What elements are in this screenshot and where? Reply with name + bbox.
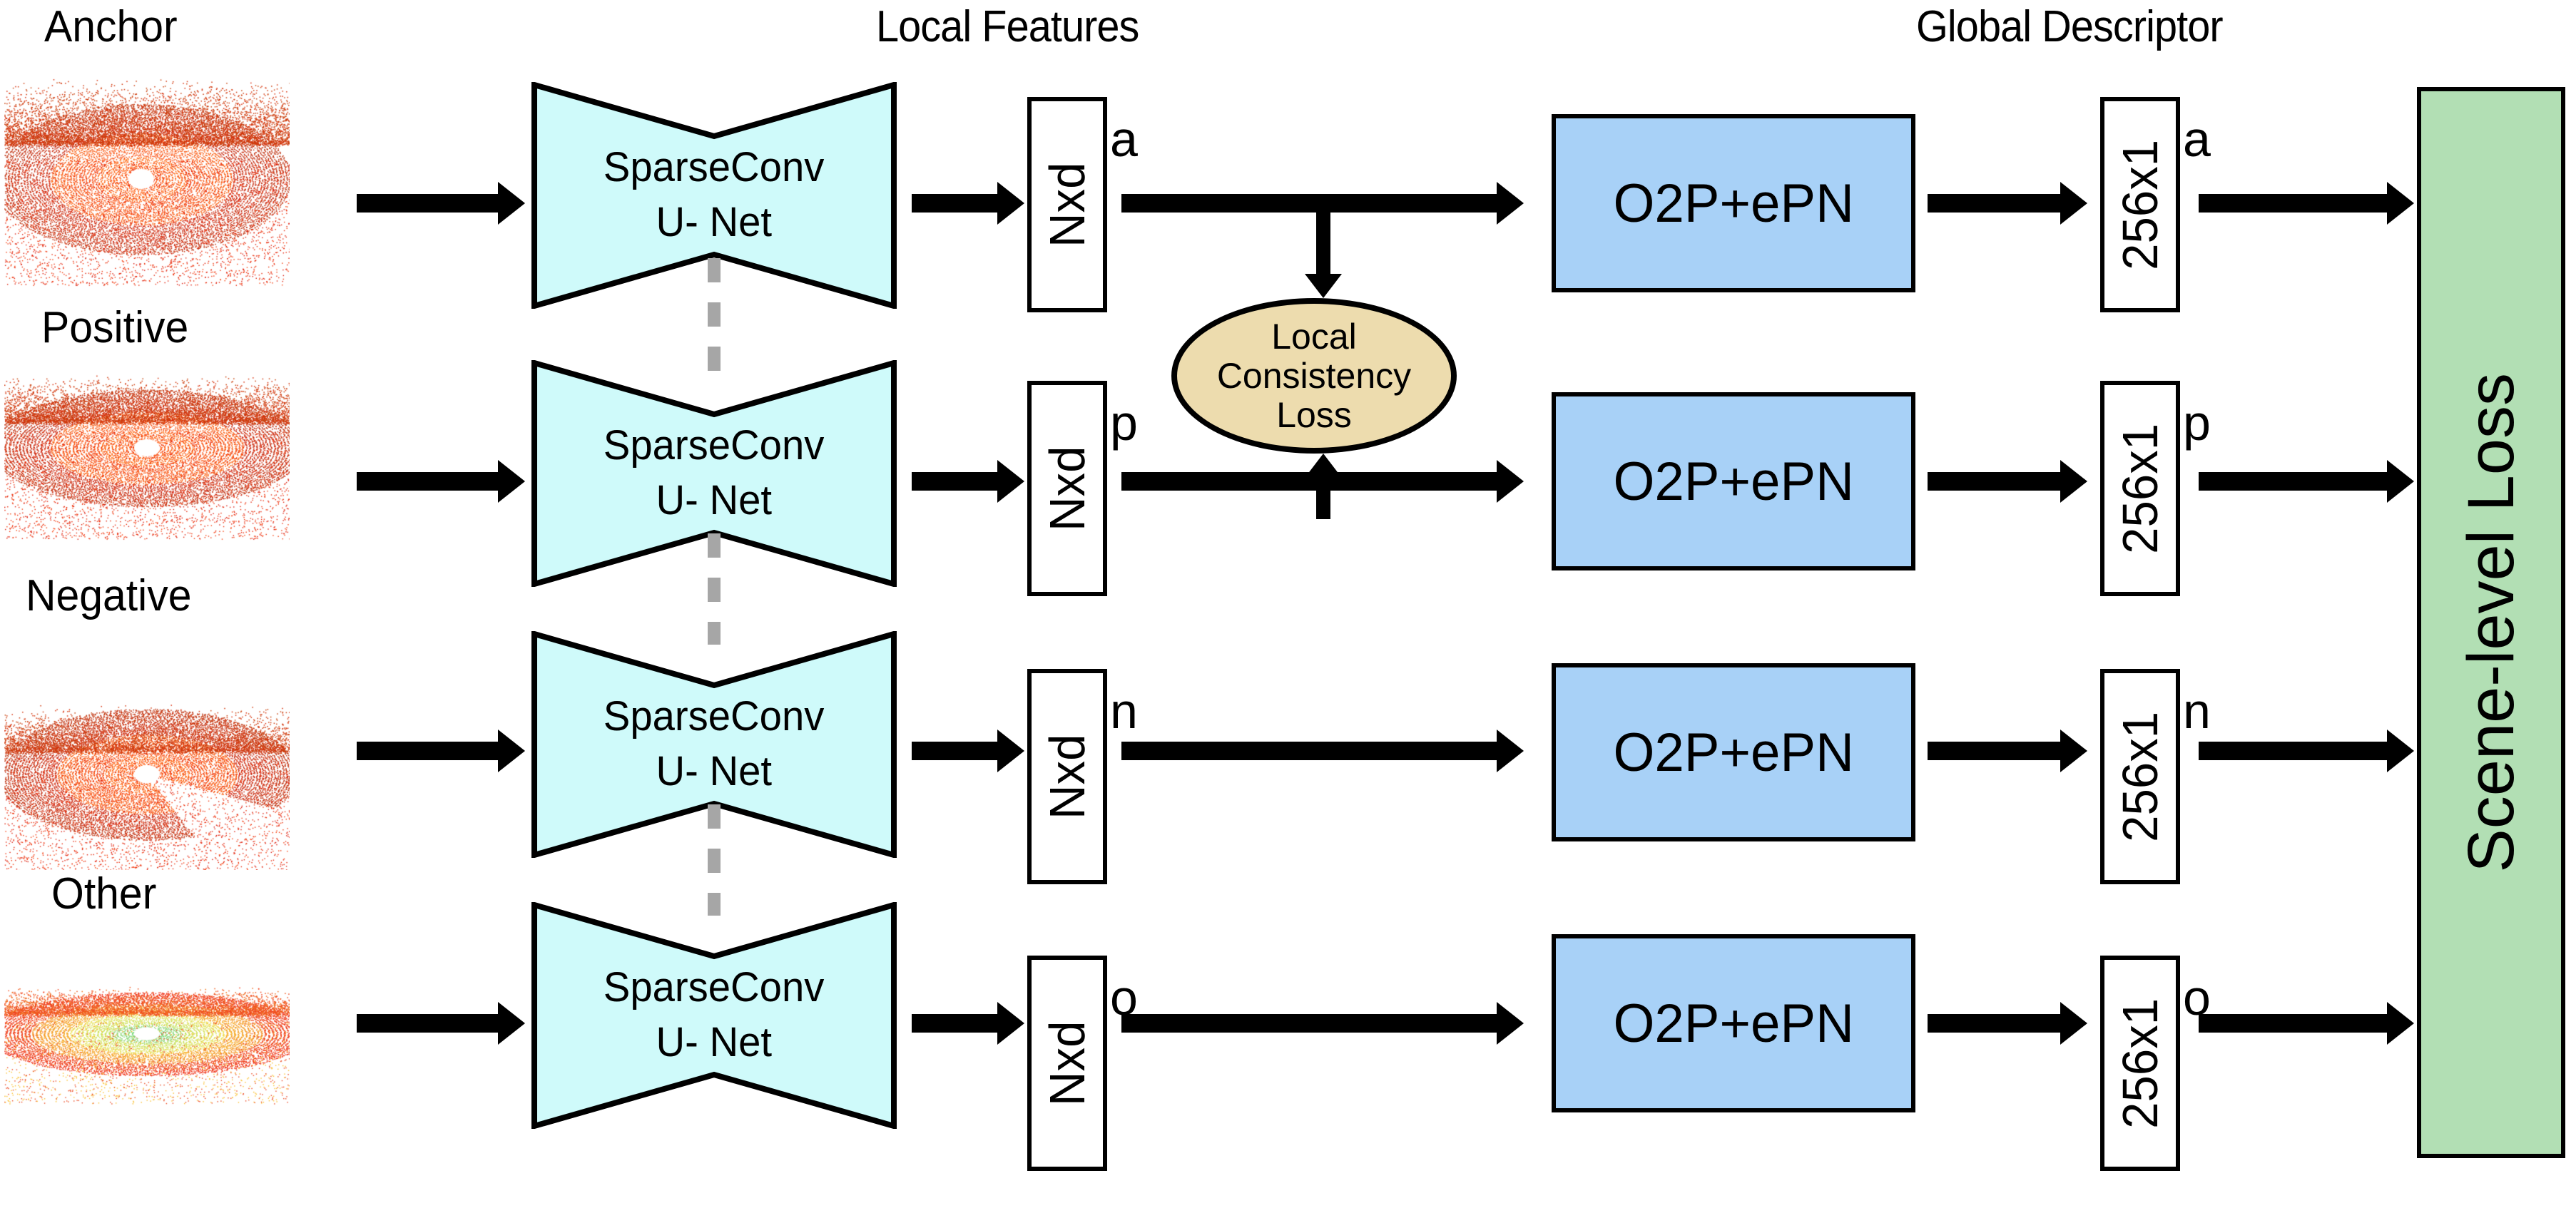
row-label-anchor: Anchor [44,2,178,51]
arrow-descriptor-to-sceneloss-negative [2199,742,2390,760]
arrow-encoder-to-localfeat-positive [912,472,1000,491]
local-feature-subscript-positive: p [1110,395,1138,451]
arrow-input-to-encoder-positive [357,472,501,491]
arrow-input-to-encoder-negative [357,742,501,760]
row-label-other: Other [51,869,157,918]
descriptor-subscript-anchor: a [2183,111,2211,167]
pooling-block-positive[interactable]: O2P+ePN [1552,392,1915,570]
pooling-block-label: O2P+ePN [1613,451,1854,512]
descriptor-box-positive[interactable]: 256x1 [2100,381,2180,596]
local-feature-subscript-negative: n [1110,683,1138,739]
arrow-pooling-to-descriptor-positive [1928,472,2063,491]
local-consistency-loss-node[interactable]: Local Consistency Loss [1171,298,1457,454]
local-feature-subscript-anchor: a [1110,111,1138,167]
arrow-positive-to-consistency-loss [1316,476,1330,519]
local-feature-box-label: Nxd [1039,162,1095,247]
pooling-block-label: O2P+ePN [1613,722,1854,783]
encoder-sparseconv-unet-other[interactable]: SparseConv U- Net [531,902,897,1129]
descriptor-box-label: 256x1 [2112,139,2168,270]
bowtie-shape [531,902,897,1129]
local-feature-box-negative[interactable]: Nxd [1027,669,1107,884]
point-cloud-positive [4,341,290,555]
arrow-descriptor-to-sceneloss-other [2199,1014,2390,1033]
arrow-pooling-to-descriptor-negative [1928,742,2063,760]
pooling-block-other[interactable]: O2P+ePN [1552,934,1915,1112]
arrow-encoder-to-localfeat-negative [912,742,1000,760]
arrow-input-to-encoder-anchor [357,194,501,213]
loss-line-3: Loss [1276,394,1352,435]
arrow-localfeat-to-pooling-anchor [1121,194,1500,213]
local-feature-box-positive[interactable]: Nxd [1027,381,1107,596]
arrow-pooling-to-descriptor-other [1928,1014,2063,1033]
point-cloud-other [4,948,290,1112]
shared-weights-dashed-line-1-2 [708,258,721,376]
arrow-anchor-to-consistency-loss [1316,198,1330,275]
pooling-block-anchor[interactable]: O2P+ePN [1552,114,1915,292]
shared-weights-dashed-line-2-3 [708,533,721,645]
arrow-localfeat-to-pooling-negative [1121,742,1500,760]
bowtie-shape [531,360,897,587]
local-feature-box-label: Nxd [1039,1020,1095,1106]
descriptor-box-negative[interactable]: 256x1 [2100,669,2180,884]
header-local-features: Local Features [876,2,1139,51]
pooling-block-label: O2P+ePN [1613,993,1854,1054]
local-consistency-loss-label: Local Consistency Loss [1217,317,1411,435]
descriptor-box-label: 256x1 [2112,711,2168,842]
arrow-encoder-to-localfeat-anchor [912,194,1000,213]
pooling-block-label: O2P+ePN [1613,173,1854,234]
local-feature-box-label: Nxd [1039,734,1095,819]
arrow-descriptor-to-sceneloss-positive [2199,472,2390,491]
arrow-descriptor-to-sceneloss-anchor [2199,194,2390,213]
header-global-descriptor: Global Descriptor [1916,2,2224,51]
bowtie-shape [531,82,897,309]
descriptor-box-label: 256x1 [2112,423,2168,554]
shared-weights-dashed-line-3-4 [708,804,721,916]
row-label-negative: Negative [26,571,192,620]
arrow-pooling-to-descriptor-anchor [1928,194,2063,213]
point-cloud-negative [4,642,290,870]
bowtie-shape [531,631,897,858]
descriptor-box-other[interactable]: 256x1 [2100,956,2180,1171]
local-feature-box-label: Nxd [1039,446,1095,531]
descriptor-subscript-negative: n [2183,683,2211,739]
pooling-block-negative[interactable]: O2P+ePN [1552,663,1915,841]
scene-level-loss-label: Scene-level Loss [2454,372,2527,873]
arrow-input-to-encoder-other [357,1014,501,1033]
arrow-localfeat-to-pooling-other [1121,1014,1500,1033]
scene-level-loss-block[interactable]: Scene-level Loss [2417,87,2565,1158]
descriptor-box-label: 256x1 [2112,998,2168,1129]
point-cloud-anchor [4,44,290,294]
local-feature-box-anchor[interactable]: Nxd [1027,97,1107,312]
local-feature-box-other[interactable]: Nxd [1027,956,1107,1171]
loss-line-1: Local [1271,316,1357,357]
descriptor-subscript-positive: p [2183,395,2211,451]
descriptor-box-anchor[interactable]: 256x1 [2100,97,2180,312]
arrow-encoder-to-localfeat-other [912,1014,1000,1033]
loss-line-2: Consistency [1216,355,1412,396]
